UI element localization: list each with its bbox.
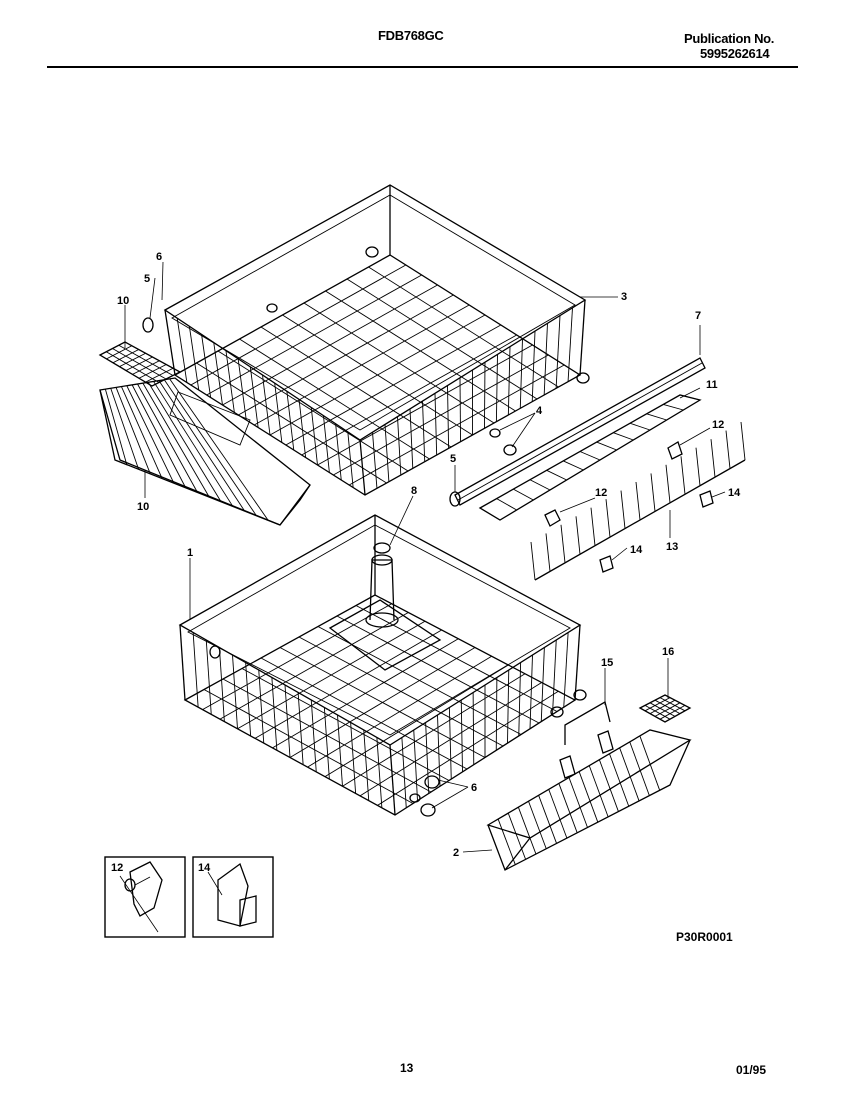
header-rule — [47, 66, 798, 68]
publication-label: Publication No. — [684, 31, 775, 46]
callout-5: 5 — [144, 273, 150, 285]
callout-6: 6 — [156, 251, 162, 263]
callout-14: 14 — [728, 487, 741, 499]
basket-handle — [559, 701, 614, 779]
callout-14: 14 — [630, 544, 643, 556]
callout-1: 1 — [187, 547, 193, 559]
callout-10: 10 — [137, 501, 149, 513]
callout-12: 12 — [595, 487, 607, 499]
callout-13: 13 — [666, 541, 678, 553]
leader-lines — [124, 261, 726, 853]
callout-2: 2 — [453, 847, 459, 859]
inset-detail-12: 12 — [104, 856, 186, 938]
callout-7: 6 — [471, 782, 477, 794]
callout-5: 5 — [450, 453, 456, 465]
callout-12: 12 — [712, 419, 724, 431]
track-rail — [454, 357, 706, 506]
upper-silverware-basket — [99, 377, 311, 526]
callout-15: 15 — [601, 657, 613, 669]
inset-12-label: 12 — [111, 862, 123, 874]
cup-shelf — [478, 394, 702, 521]
inset-14-label: 14 — [198, 862, 211, 874]
callouts: 6 5 10 3 7 11 4 12 5 8 14 12 10 13 1 14 … — [117, 251, 741, 859]
tine-row — [530, 421, 746, 581]
upper-rack — [142, 184, 590, 496]
callout-8: 8 — [411, 485, 417, 497]
model-number: FDB768GC — [378, 28, 444, 43]
callout-10: 10 — [117, 295, 129, 307]
page-number: 13 — [400, 1061, 414, 1075]
upper-basket-lid — [98, 341, 182, 387]
lower-silverware-basket — [486, 729, 692, 871]
inset-detail-14: 14 — [192, 856, 274, 938]
lower-rack — [178, 514, 587, 817]
callout-11: 11 — [706, 379, 718, 391]
callout-4: 4 — [536, 405, 543, 417]
date-code: 01/95 — [736, 1063, 767, 1077]
callout-3: 3 — [621, 291, 627, 303]
basket-cover — [638, 694, 692, 723]
publication-number: 5995262614 — [700, 46, 770, 61]
callout-16: 16 — [662, 646, 674, 658]
drawing-code: P30R0001 — [676, 930, 733, 944]
callout-6: 7 — [695, 310, 701, 322]
